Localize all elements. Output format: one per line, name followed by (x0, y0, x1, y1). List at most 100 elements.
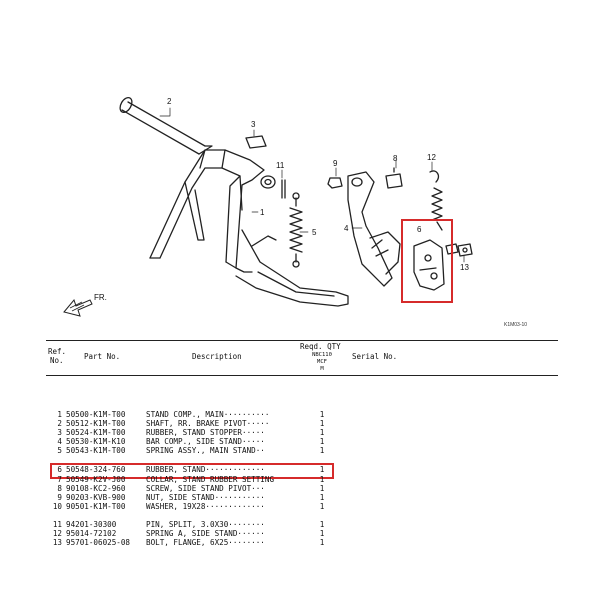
diagram-code: K1M03-10 (504, 322, 527, 328)
row-part-no: 50548-324-760 (66, 465, 126, 474)
table-row: 13 95701-06025-08 BOLT, FLANGE, 6X25····… (46, 538, 558, 548)
callout-2: 2 (167, 97, 172, 106)
row-ref: 1 (57, 410, 62, 419)
washer-part (260, 175, 276, 189)
row-part-no: 90108-KC2-960 (66, 484, 126, 493)
highlight-rubber-stand-box (401, 219, 453, 303)
row-part-no: 94201-30300 (66, 520, 117, 529)
header-qty-title: Reqd. QTY (300, 342, 341, 351)
row-ref: 9 (57, 493, 62, 502)
side-stand-nut-part (327, 177, 343, 189)
table-row: 10 90501-K1M-T00 WASHER, 19X28··········… (46, 502, 558, 512)
table-row: 8 90108-KC2-960 SCREW, SIDE STAND PIVOT·… (46, 484, 558, 494)
table-row: 12 95014-72102 SPRING A, SIDE STAND·····… (46, 529, 558, 539)
row-part-no: 50500-K1M-T00 (66, 410, 126, 419)
header-ref-no: No. (50, 356, 64, 365)
row-ref: 8 (57, 484, 62, 493)
shaft-part (119, 96, 213, 155)
table-header: Ref. No. Part No. Description Reqd. QTY … (46, 340, 558, 376)
row-description: COLLAR, STAND RUBBER SETTING (146, 475, 275, 484)
row-ref: 13 (52, 538, 62, 547)
rubber-stand-part (413, 239, 445, 291)
row-qty: 1 (319, 428, 325, 437)
table-row: 7 50549-K2V-J00 COLLAR, STAND RUBBER SET… (46, 475, 558, 485)
row-part-no: 50524-K1M-T00 (66, 428, 126, 437)
row-description: NUT, SIDE STAND··········· (146, 493, 265, 502)
row-part-no: 95014-72102 (66, 529, 117, 538)
row-qty: 1 (319, 410, 325, 419)
callout-11: 11 (276, 161, 285, 170)
callout-labels: 2 3 1 9 8 5 11 12 4 6 13 (167, 97, 469, 272)
row-description: SPRING ASSY., MAIN STAND·· (146, 446, 265, 455)
row-qty: 1 (319, 465, 325, 474)
row-part-no: 50512-K1M-T00 (66, 419, 126, 428)
pivot-screw-part (385, 167, 403, 189)
side-stand-spring-part (429, 170, 443, 231)
row-qty: 1 (319, 419, 325, 428)
row-qty: 1 (319, 437, 325, 446)
row-part-no: 50530-K1M-K10 (66, 437, 126, 446)
table-row: 4 50530-K1M-K10 BAR COMP., SIDE STAND···… (46, 437, 558, 447)
row-qty: 1 (319, 484, 325, 493)
highlight-row-box (50, 463, 334, 479)
callout-12: 12 (427, 153, 436, 162)
row-ref: 3 (57, 428, 62, 437)
row-description: BAR COMP., SIDE STAND····· (146, 437, 265, 446)
callout-8: 8 (393, 154, 398, 163)
callout-5: 5 (312, 228, 317, 237)
row-qty: 1 (319, 446, 325, 455)
main-stand-spring-part (289, 192, 303, 268)
parts-list-table: Ref. No. Part No. Description Reqd. QTY … (46, 340, 558, 547)
table-row: 9 90203-KVB-900 NUT, SIDE STAND·········… (46, 493, 558, 503)
row-qty: 1 (319, 538, 325, 547)
main-stand-part (149, 149, 349, 307)
table-row: 2 50512-K1M-T00 SHAFT, RR. BRAKE PIVOT··… (46, 419, 558, 429)
callout-3: 3 (251, 120, 256, 129)
front-label: FR. (94, 293, 107, 302)
table-row: 1 50500-K1M-T00 STAND COMP., MAIN·······… (46, 410, 558, 420)
row-part-no: 95701-06025-08 (66, 538, 131, 547)
callout-9: 9 (333, 159, 338, 168)
table-row-highlighted: 6 50548-324-760 RUBBER, STAND···········… (46, 465, 558, 475)
row-description: WASHER, 19X28············· (146, 502, 265, 511)
row-ref: 12 (52, 529, 62, 538)
row-qty: 1 (319, 502, 325, 511)
row-description: SCREW, SIDE STAND PIVOT··· (146, 484, 265, 493)
row-ref: 5 (57, 446, 62, 455)
rubber-stopper-part (245, 135, 267, 149)
callout-4: 4 (344, 224, 349, 233)
row-part-no: 50549-K2V-J00 (66, 475, 126, 484)
header-part-no: Part No. (84, 352, 121, 361)
row-ref: 4 (57, 437, 62, 446)
row-ref: 6 (57, 465, 62, 474)
row-ref: 2 (57, 419, 62, 428)
row-qty: 1 (319, 475, 325, 484)
row-description: SPRING A, SIDE STAND······ (146, 529, 265, 538)
row-qty: 1 (319, 493, 325, 502)
callout-6: 6 (417, 225, 422, 234)
row-description: STAND COMP., MAIN·········· (146, 410, 270, 419)
table-row: 11 94201-30300 PIN, SPLIT, 3.0X30·······… (46, 520, 558, 530)
row-ref: 10 (52, 502, 62, 511)
table-row: 5 50543-K1M-T00 SPRING ASSY., MAIN STAND… (46, 446, 558, 456)
row-part-no: 90501-K1M-T00 (66, 502, 126, 511)
row-ref: 11 (52, 520, 62, 529)
row-description: PIN, SPLIT, 3.0X30········ (146, 520, 265, 529)
flange-bolt-part (457, 243, 473, 257)
callout-1: 1 (260, 208, 265, 217)
split-pin-part (281, 179, 286, 199)
header-qty-model: NBC110 (312, 352, 332, 358)
row-description: RUBBER, STAND STOPPER····· (146, 428, 265, 437)
header-description: Description (192, 352, 242, 361)
header-serial-no: Serial No. (352, 352, 398, 361)
callout-leader-lines (159, 107, 465, 263)
row-description: BOLT, FLANGE, 6X25········ (146, 538, 265, 547)
header-qty-sub1: MCF (317, 359, 327, 365)
table-row: 3 50524-K1M-T00 RUBBER, STAND STOPPER···… (46, 428, 558, 438)
header-qty-sub2: M (320, 366, 324, 372)
row-description: RUBBER, STAND············· (146, 465, 265, 474)
row-description: SHAFT, RR. BRAKE PIVOT····· (146, 419, 270, 428)
row-ref: 7 (57, 475, 62, 484)
header-ref: Ref. (48, 347, 67, 356)
front-direction-arrow-icon (63, 298, 93, 317)
